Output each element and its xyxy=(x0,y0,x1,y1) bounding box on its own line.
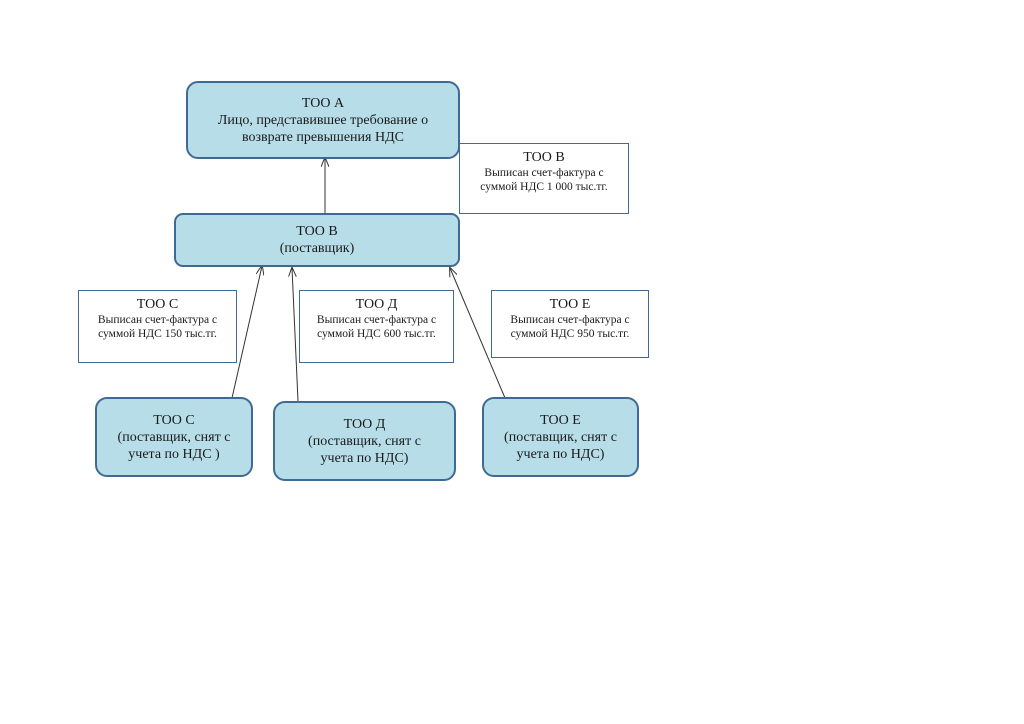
node-too-b: ТОО В (поставщик) xyxy=(174,213,460,267)
node-too-d-line-2: учета по НДС) xyxy=(320,450,409,466)
node-too-a-line-1: Лицо, представившее требование о xyxy=(217,112,429,128)
note-too-d-line-2: суммой НДС 600 тыс.тг. xyxy=(317,328,436,340)
note-too-c-title: ТОО С xyxy=(136,297,179,312)
node-too-e-line-1: (поставщик, снят с xyxy=(504,429,617,445)
note-too-c: ТОО С Выписан счет-фактура с суммой НДС … xyxy=(78,290,237,363)
note-too-c-line-1: Выписан счет-фактура с xyxy=(97,314,218,326)
node-too-c: ТОО С (поставщик, снят с учета по НДС ) xyxy=(95,397,253,477)
node-too-e-name: ТОО Е xyxy=(540,412,581,428)
node-too-d-name: ТОО Д xyxy=(343,416,386,432)
edge-d-to-b xyxy=(292,268,299,402)
note-too-c-line-2: суммой НДС 150 тыс.тг. xyxy=(98,328,217,340)
note-too-d: ТОО Д Выписан счет-фактура с суммой НДС … xyxy=(299,290,454,363)
node-too-e: ТОО Е (поставщик, снят с учета по НДС) xyxy=(482,397,639,477)
note-too-e: ТОО Е Выписан счет-фактура с суммой НДС … xyxy=(491,290,649,358)
node-too-a-line-2: возврате превышения НДС xyxy=(242,129,404,145)
note-too-d-line-1: Выписан счет-фактура с xyxy=(316,314,437,326)
note-too-d-title: ТОО Д xyxy=(355,297,398,312)
node-too-d: ТОО Д (поставщик, снят с учета по НДС) xyxy=(273,401,456,481)
note-too-b: ТОО В Выписан счет-фактура с суммой НДС … xyxy=(459,143,629,214)
note-too-b-line-1: Выписан счет-фактура с xyxy=(484,167,604,179)
note-too-b-line-2: суммой НДС 1 000 тыс.тг. xyxy=(480,181,608,193)
note-too-e-title: ТОО Е xyxy=(549,297,591,312)
node-too-c-name: ТОО С xyxy=(153,412,195,428)
node-too-b-line-1: (поставщик) xyxy=(279,241,355,256)
edge-e-to-b xyxy=(450,268,506,399)
edge-c-to-b xyxy=(231,266,262,399)
node-too-d-line-1: (поставщик, снят с xyxy=(308,433,421,449)
node-too-c-line-1: (поставщик, снят с xyxy=(117,429,231,445)
note-too-b-title: ТОО В xyxy=(523,150,565,165)
node-too-a-name: ТОО А xyxy=(301,95,345,111)
node-too-c-line-2: учета по НДС ) xyxy=(128,446,220,462)
note-too-e-line-1: Выписан счет-фактура с xyxy=(510,314,630,326)
node-too-e-line-2: учета по НДС) xyxy=(516,446,605,462)
node-too-b-name: ТОО В xyxy=(296,224,338,239)
node-too-a: ТОО А Лицо, представившее требование о в… xyxy=(186,81,460,159)
note-too-e-line-2: суммой НДС 950 тыс.тг. xyxy=(510,328,630,340)
